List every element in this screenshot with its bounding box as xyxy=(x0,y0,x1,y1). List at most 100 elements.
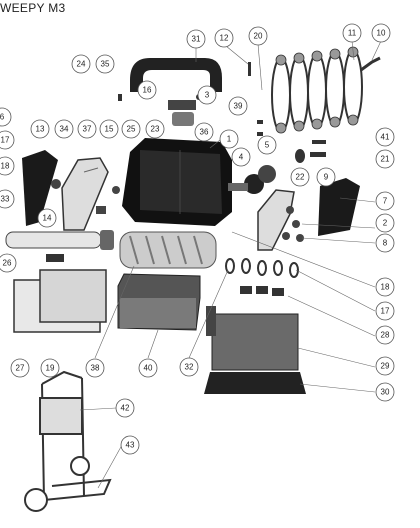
callout-43: 43 xyxy=(120,435,140,455)
callout-42: 42 xyxy=(115,398,135,418)
svg-text:27: 27 xyxy=(16,364,25,373)
svg-text:15: 15 xyxy=(105,125,114,134)
callout-20: 20 xyxy=(248,26,268,46)
callout-40: 40 xyxy=(138,358,158,378)
callout-8: 8 xyxy=(375,233,395,253)
svg-text:26: 26 xyxy=(3,259,12,268)
callout-11: 11 xyxy=(342,23,362,43)
callout-23: 23 xyxy=(145,119,165,139)
svg-text:37: 37 xyxy=(83,125,92,134)
svg-text:16: 16 xyxy=(143,86,152,95)
callout-29: 29 xyxy=(375,356,395,376)
svg-text:17: 17 xyxy=(1,136,10,145)
callout-31: 31 xyxy=(186,29,206,49)
svg-text:19: 19 xyxy=(46,364,55,373)
callout-39: 39 xyxy=(228,96,248,116)
svg-text:35: 35 xyxy=(101,60,110,69)
svg-text:23: 23 xyxy=(151,125,160,134)
svg-text:20: 20 xyxy=(254,32,263,41)
callout-2: 2 xyxy=(375,213,395,233)
callout-9: 9 xyxy=(316,167,336,187)
svg-text:18: 18 xyxy=(1,162,10,171)
svg-text:40: 40 xyxy=(144,364,153,373)
callout-14: 14 xyxy=(37,208,57,228)
part-filter-basket xyxy=(13,269,107,333)
svg-text:22: 22 xyxy=(296,173,305,182)
svg-text:41: 41 xyxy=(381,133,390,142)
callout-6: 6 xyxy=(0,107,12,127)
callout-37: 37 xyxy=(77,119,97,139)
svg-text:4: 4 xyxy=(239,153,244,162)
svg-text:28: 28 xyxy=(381,331,390,340)
callout-12: 12 xyxy=(214,28,234,48)
callout-28: 28 xyxy=(375,325,395,345)
callout-25: 25 xyxy=(121,119,141,139)
callout-7: 7 xyxy=(375,191,395,211)
callout-17b: 17 xyxy=(375,301,395,321)
callout-15: 15 xyxy=(99,119,119,139)
svg-text:38: 38 xyxy=(91,364,100,373)
leader-lines xyxy=(79,40,382,489)
svg-text:21: 21 xyxy=(381,155,390,164)
callout-33: 33 xyxy=(0,189,15,209)
part-chassis-base xyxy=(117,273,201,331)
svg-text:9: 9 xyxy=(324,173,329,182)
svg-text:14: 14 xyxy=(43,214,52,223)
part-rings xyxy=(225,258,299,278)
part-brush xyxy=(119,231,217,269)
svg-text:2: 2 xyxy=(383,219,388,228)
callout-22: 22 xyxy=(290,167,310,187)
svg-text:18: 18 xyxy=(381,283,390,292)
part-gear xyxy=(228,165,276,194)
callout-19: 19 xyxy=(40,358,60,378)
svg-text:5: 5 xyxy=(265,141,270,150)
part-clips xyxy=(248,62,263,136)
callout-24: 24 xyxy=(71,54,91,74)
svg-text:1: 1 xyxy=(227,135,232,144)
svg-text:32: 32 xyxy=(185,363,194,372)
callout-1: 1 xyxy=(219,129,239,149)
svg-text:31: 31 xyxy=(192,35,201,44)
callout-4: 4 xyxy=(231,147,251,167)
svg-text:17: 17 xyxy=(381,307,390,316)
callout-13: 13 xyxy=(30,119,50,139)
svg-text:30: 30 xyxy=(381,388,390,397)
callout-38: 38 xyxy=(85,358,105,378)
callout-30: 30 xyxy=(375,382,395,402)
part-motor-block xyxy=(122,138,232,226)
svg-text:24: 24 xyxy=(77,60,86,69)
svg-text:33: 33 xyxy=(1,195,10,204)
part-cable-floats xyxy=(275,46,359,134)
part-supply-base xyxy=(204,372,306,394)
callout-27: 27 xyxy=(10,358,30,378)
callout-26: 26 xyxy=(0,253,17,273)
svg-text:25: 25 xyxy=(127,125,136,134)
svg-text:10: 10 xyxy=(377,29,386,38)
svg-text:11: 11 xyxy=(348,29,357,38)
part-bushings xyxy=(51,179,304,242)
callout-18b: 18 xyxy=(375,277,395,297)
part-roller-shaft xyxy=(5,230,114,250)
callout-36: 36 xyxy=(194,122,214,142)
svg-text:12: 12 xyxy=(220,34,229,43)
svg-text:42: 42 xyxy=(121,404,130,413)
callout-18a: 18 xyxy=(0,156,15,176)
part-handle xyxy=(130,58,222,92)
callout-3: 3 xyxy=(197,85,217,105)
callout-35: 35 xyxy=(95,54,115,74)
callout-32: 32 xyxy=(179,357,199,377)
callout-21: 21 xyxy=(375,149,395,169)
svg-text:3: 3 xyxy=(205,91,210,100)
svg-text:8: 8 xyxy=(383,239,388,248)
svg-text:39: 39 xyxy=(234,102,243,111)
callout-34: 34 xyxy=(54,119,74,139)
svg-text:43: 43 xyxy=(126,441,135,450)
svg-text:7: 7 xyxy=(383,197,388,206)
callout-41: 41 xyxy=(375,127,395,147)
callout-16: 16 xyxy=(137,80,157,100)
callout-17a: 17 xyxy=(0,130,15,150)
part-clip-26 xyxy=(46,254,64,262)
svg-text:34: 34 xyxy=(60,125,69,134)
part-connectors xyxy=(240,286,284,296)
